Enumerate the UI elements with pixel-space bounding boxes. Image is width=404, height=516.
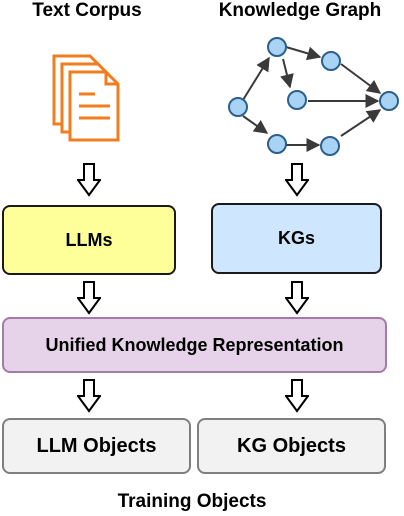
unified-knowledge-label: Unified Knowledge Representation bbox=[45, 334, 344, 355]
stacked-documents-icon bbox=[48, 52, 124, 142]
knowledge-graph-heading: Knowledge Graph bbox=[218, 0, 382, 21]
llm-objects-box: LLM Objects bbox=[2, 418, 191, 474]
llms-label: LLMs bbox=[65, 229, 113, 250]
llms-box: LLMs bbox=[2, 205, 176, 275]
down-arrow-icon bbox=[285, 163, 309, 197]
kg-objects-label: KG Objects bbox=[237, 434, 346, 457]
graph-network-icon bbox=[218, 32, 404, 164]
kgs-label: KGs bbox=[277, 228, 315, 248]
kgs-box: KGs bbox=[211, 203, 382, 274]
down-arrow-icon bbox=[285, 281, 309, 315]
down-arrow-icon bbox=[77, 163, 101, 197]
kg-objects-box: KG Objects bbox=[197, 418, 386, 474]
unified-knowledge-box: Unified Knowledge Representation bbox=[2, 317, 387, 373]
training-objects-heading: Training Objects bbox=[117, 491, 267, 512]
text-corpus-heading: Text Corpus bbox=[32, 0, 142, 21]
down-arrow-icon bbox=[285, 379, 309, 413]
down-arrow-icon bbox=[77, 281, 101, 315]
llm-objects-label: LLM Objects bbox=[36, 434, 157, 457]
down-arrow-icon bbox=[77, 379, 101, 413]
